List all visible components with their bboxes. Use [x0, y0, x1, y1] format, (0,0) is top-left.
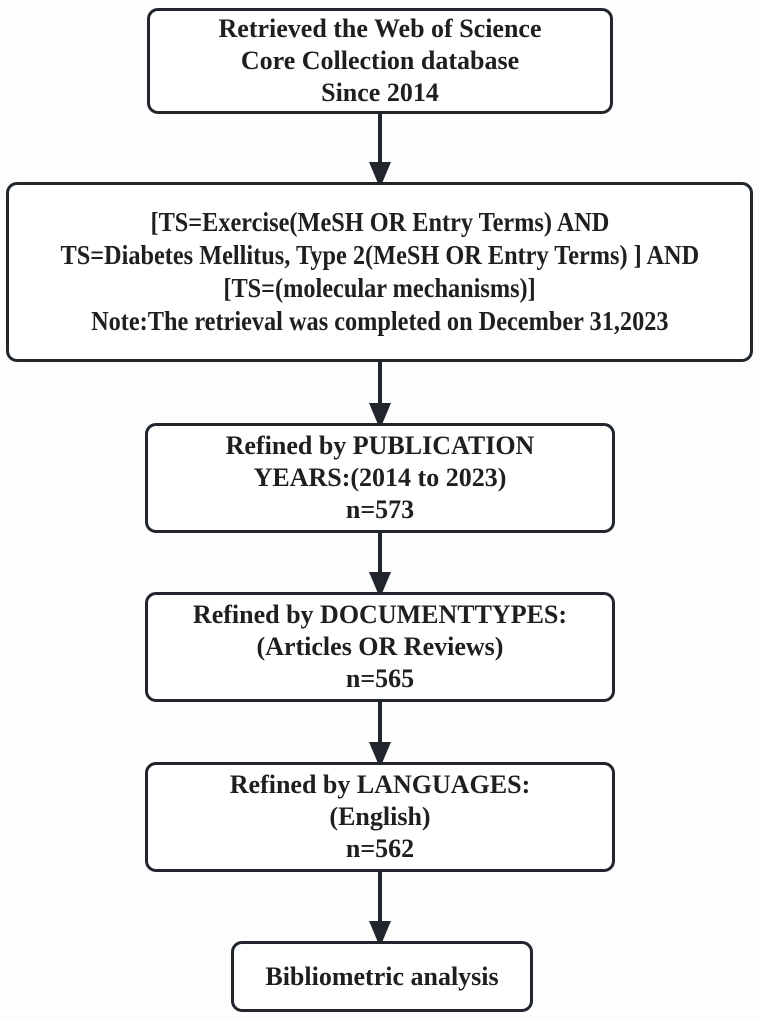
box-text-line: Refined by LANGUAGES:: [229, 770, 531, 799]
arrow-stem: [378, 112, 382, 163]
flow-arrow-doctypes-to-languages: [369, 700, 391, 765]
flow-box-document-types: Refined by DOCUMENTTYPES: (Articles OR R…: [145, 592, 615, 702]
flow-box-languages: Refined by LANGUAGES: (English) n=562: [145, 762, 615, 872]
box-text-line: TS=Diabetes Mellitus, Type 2(MeSH OR Ent…: [60, 240, 699, 270]
flow-box-bibliometric-analysis: Bibliometric analysis: [231, 941, 533, 1012]
box-text-line: [TS=Exercise(MeSH OR Entry Terms) AND: [150, 207, 609, 237]
box-text-line: Refined by DOCUMENTTYPES:: [192, 600, 568, 629]
arrow-stem: [378, 531, 382, 573]
box-text-line: Retrieved the Web of Science: [218, 14, 542, 43]
flow-arrow-query-to-years: [369, 360, 391, 426]
box-text-line: Since 2014: [321, 78, 439, 107]
flow-arrow-years-to-doctypes: [369, 531, 391, 595]
box-text-line: Core Collection database: [240, 46, 520, 75]
box-text-line: [TS=(molecular mechanisms)]: [223, 273, 536, 303]
flow-box-search-query: [TS=Exercise(MeSH OR Entry Terms) AND TS…: [6, 182, 753, 362]
box-text-line: n=565: [345, 664, 415, 693]
box-text-line: n=562: [345, 834, 415, 863]
box-text-line: Bibliometric analysis: [265, 961, 499, 991]
flow-arrow-source-to-query: [369, 112, 391, 185]
box-text-line: Refined by PUBLICATION: [225, 431, 535, 460]
box-text-line: Note:The retrieval was completed on Dece…: [90, 306, 669, 336]
box-text-line: (English): [329, 802, 431, 831]
arrow-stem: [378, 870, 382, 922]
box-text-line: (Articles OR Reviews): [256, 632, 504, 661]
flow-arrow-languages-to-analysis: [369, 870, 391, 944]
flow-box-database-source: Retrieved the Web of Science Core Collec…: [147, 8, 613, 114]
box-text-line: n=573: [345, 495, 415, 524]
arrow-stem: [378, 360, 382, 404]
flow-box-publication-years: Refined by PUBLICATION YEARS:(2014 to 20…: [145, 423, 615, 533]
box-text-line: YEARS:(2014 to 2023): [253, 463, 507, 492]
arrow-stem: [378, 700, 382, 743]
